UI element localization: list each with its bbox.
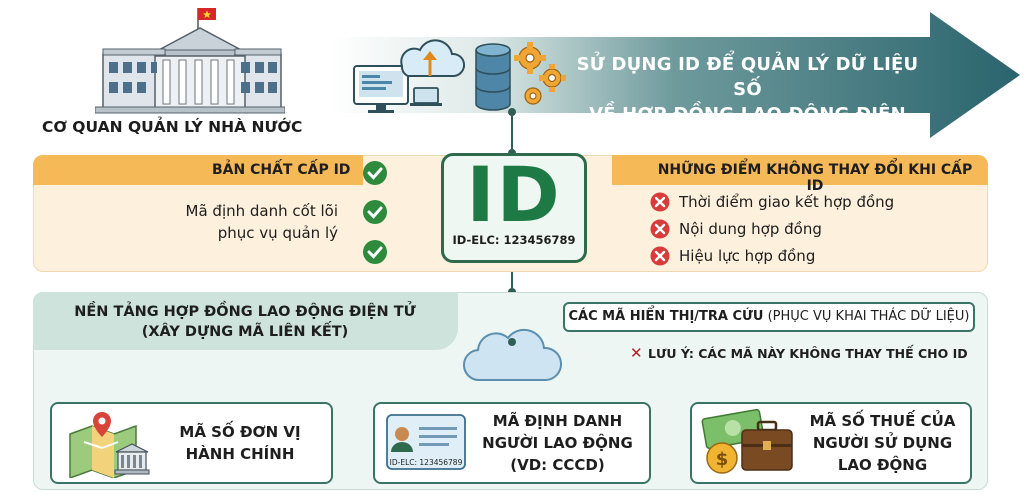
card-admin-unit-text: MÃ SỐ ĐƠN VỊ HÀNH CHÍNH <box>160 421 320 465</box>
laptop-icon <box>410 87 442 106</box>
platform-title: NỀN TẢNG HỢP ĐỒNG LAO ĐỘNG ĐIỆN TỬ (XÂY … <box>40 302 450 342</box>
money-icon: $ <box>701 408 793 474</box>
note-cross-icon: ✕ <box>630 344 643 362</box>
agency-label: CƠ QUAN QUẢN LÝ NHÀ NƯỚC <box>42 118 303 136</box>
briefcase-icon <box>741 420 793 471</box>
svg-text:$: $ <box>716 449 729 470</box>
display-codes-rest: (PHỤC VỤ KHAI THÁC DỮ LIỆU) <box>763 309 970 324</box>
banner-title-line1: SỬ DỤNG ID ĐỂ QUẢN LÝ DỮ LIỆU SỐ <box>576 54 919 100</box>
cloud-node-dot <box>508 338 516 346</box>
unchanged-title: NHỮNG ĐIỂM KHÔNG THAY ĐỔI KHI CẤP ID <box>657 162 973 194</box>
id-label: ID <box>466 150 562 239</box>
id-code: ID-ELC: 123456789 <box>452 233 576 247</box>
card-admin-unit-line2: HÀNH CHÍNH <box>185 445 295 463</box>
monitor-icon <box>353 65 409 113</box>
unchanged-item-signing-time: Thời điểm giao kết hợp đồng <box>679 193 895 211</box>
platform-title-line2: (XÂY DỰNG MÃ LIÊN KẾT) <box>141 324 349 340</box>
core-identifier-text: Mã định danh cốt lõi phục vụ quản lý <box>128 200 338 244</box>
card-worker-id-line1: MÃ ĐỊNH DANH <box>492 412 623 430</box>
display-codes-bold: CÁC MÃ HIỂN THỊ/TRA CỨU <box>568 309 764 324</box>
cross-icon <box>650 192 670 212</box>
id-box <box>441 153 587 263</box>
card-admin-unit-line1: MÃ SỐ ĐƠN VỊ <box>179 423 301 441</box>
display-codes-box <box>563 302 975 332</box>
display-codes-label: CÁC MÃ HIỂN THỊ/TRA CỨU (PHỤC VỤ KHAI TH… <box>563 309 975 324</box>
id-card-icon: ID-ELC: 123456789 <box>386 414 466 470</box>
database-icon <box>475 43 511 111</box>
note-text: LƯU Ý: CÁC MÃ NÀY KHÔNG THAY THẾ CHO ID <box>648 346 968 361</box>
check-icon <box>363 161 387 185</box>
cross-icon <box>650 219 670 239</box>
cloud-icon <box>462 328 562 382</box>
core-identifier-line2: phục vụ quản lý <box>217 224 338 242</box>
unchanged-item-content: Nội dung hợp đồng <box>679 220 822 238</box>
tech-icons <box>353 39 566 113</box>
card-employer-tax-text: MÃ SỐ THUẾ CỦA NGƯỜI SỬ DỤNG LAO ĐỘNG <box>800 410 965 476</box>
card-employer-tax-line2: NGƯỜI SỬ DỤNG <box>812 434 953 452</box>
banner-title-line2: VỀ HỢP ĐỒNG LAO ĐỘNG ĐIỆN TỬ <box>589 104 906 150</box>
check-icon <box>363 240 387 264</box>
card-worker-id-text: MÃ ĐỊNH DANH NGƯỜI LAO ĐỘNG (VD: CCCD) <box>470 410 645 476</box>
card-employer-tax-line1: MÃ SỐ THUẾ CỦA <box>809 412 956 430</box>
card-id-code: ID-ELC: 123456789 <box>390 458 463 467</box>
banner-title: SỬ DỤNG ID ĐỂ QUẢN LÝ DỮ LIỆU SỐ VỀ HỢP … <box>575 52 920 152</box>
cloud-upload-icon <box>400 39 466 77</box>
check-icon <box>363 200 387 224</box>
card-employer-tax-line3: LAO ĐỘNG <box>837 456 928 474</box>
unchanged-header <box>612 155 988 185</box>
cross-icon <box>650 246 670 266</box>
government-building-icon <box>95 8 285 114</box>
bank-building-icon <box>114 443 150 475</box>
card-worker-id-line3: (VD: CCCD) <box>510 456 605 474</box>
id-nature-header <box>33 155 363 185</box>
unchanged-item-validity: Hiệu lực hợp đồng <box>679 247 816 265</box>
id-nature-title: BẢN CHẤT CẤP ID <box>212 162 351 178</box>
map-pin-icon <box>69 412 150 478</box>
platform-title-line1: NỀN TẢNG HỢP ĐỒNG LAO ĐỘNG ĐIỆN TỬ <box>74 304 416 320</box>
card-worker-id-line2: NGƯỜI LAO ĐỘNG <box>482 434 633 452</box>
core-identifier-line1: Mã định danh cốt lõi <box>185 202 338 220</box>
platform-header <box>33 292 458 350</box>
